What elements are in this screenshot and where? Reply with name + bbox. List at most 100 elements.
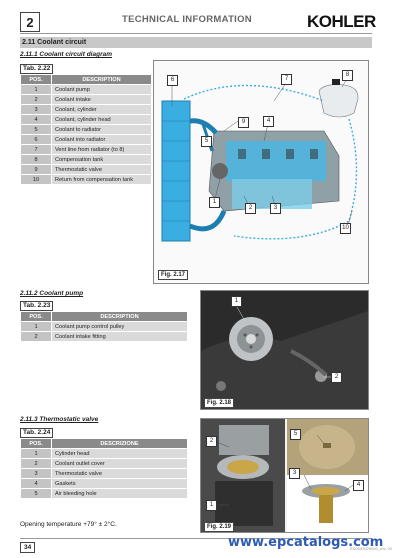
pos-cell: 9 <box>20 164 52 175</box>
pos-cell: 3 <box>20 104 52 115</box>
radiator-shape <box>161 100 191 242</box>
pos-cell: 2 <box>20 458 52 469</box>
callout-1: 1 <box>231 296 242 307</box>
table-label: Tab. 2.22 <box>20 64 54 74</box>
pos-cell: 4 <box>20 478 52 489</box>
subsection-title-pump: 2.11.2 Coolant pump <box>20 290 84 297</box>
pos-cell: 6 <box>20 134 52 145</box>
callout-2: 2 <box>331 372 342 383</box>
callout-6: 6 <box>167 75 178 86</box>
col-header: DESCRIPTION <box>51 311 188 322</box>
header-divider <box>20 33 372 34</box>
desc-cell: Coolant into radiator <box>51 134 152 145</box>
subsection-title-thermostat: 2.11.3 Thermostatic valve <box>20 416 99 423</box>
callout-5: 5 <box>201 136 212 147</box>
callout-1: 1 <box>209 197 220 208</box>
callout-3: 3 <box>289 468 300 479</box>
table-label: Tab. 2.23 <box>20 301 54 311</box>
callout-4: 4 <box>263 116 274 127</box>
thermostatic-valve-photos <box>201 419 368 532</box>
pos-cell: 3 <box>20 468 52 479</box>
watermark-link[interactable]: www.epcatalogs.com <box>228 535 384 550</box>
callout-7: 7 <box>281 74 292 85</box>
desc-cell: Coolant pump control pulley <box>51 321 188 332</box>
desc-cell: Thermostatic valve <box>51 468 188 479</box>
figure-label: Fig. 2.17 <box>158 270 189 280</box>
desc-cell: Gaskets <box>51 478 188 489</box>
chapter-number: 2 <box>20 12 40 32</box>
desc-cell: Coolant outlet cover <box>51 458 188 469</box>
callout-3: 3 <box>270 203 281 214</box>
figure-label: Fig. 2.18 <box>204 398 235 408</box>
pos-cell: 2 <box>20 331 52 342</box>
col-header: POS. <box>20 438 52 449</box>
page-number: 34 <box>20 542 36 553</box>
callout-1: 1 <box>206 500 217 511</box>
callout-4: 4 <box>353 480 364 491</box>
desc-cell: Cylinder head <box>51 448 188 459</box>
callout-9: 9 <box>238 117 249 128</box>
desc-cell: Return from compensation tank <box>51 174 152 185</box>
pos-cell: 2 <box>20 94 52 105</box>
callout-10: 10 <box>340 223 351 234</box>
callout-2: 2 <box>245 203 256 214</box>
pos-cell: 4 <box>20 114 52 125</box>
col-header: DESCRIZIONE <box>51 438 188 449</box>
table-label: Tab. 2.24 <box>20 428 54 438</box>
figure-coolant-pump: 1 2 Fig. 2.18 <box>200 290 369 410</box>
opening-temperature-note: Opening temperature +79° ± 2°C. <box>20 521 117 528</box>
header-title: TECHNICAL INFORMATION <box>122 14 252 25</box>
pos-cell: 1 <box>20 84 52 95</box>
col-header: DESCRIPTION <box>51 74 152 85</box>
figure-thermostatic-valve: 2 1 5 3 4 Fig. 2.19 <box>200 418 369 533</box>
pos-cell: 10 <box>20 174 52 185</box>
pos-cell: 8 <box>20 154 52 165</box>
callout-8: 8 <box>342 70 353 81</box>
pos-cell: 5 <box>20 488 52 499</box>
coolant-circuit-illustration <box>161 78 359 242</box>
pos-cell: 5 <box>20 124 52 135</box>
desc-cell: Coolant intake <box>51 94 152 105</box>
section-bar: 2.11 Coolant circuit <box>20 37 372 48</box>
pos-cell: 1 <box>20 321 52 332</box>
pos-cell: 1 <box>20 448 52 459</box>
desc-cell: Coolant, cylinder <box>51 104 152 115</box>
desc-cell: Compensation tank <box>51 154 152 165</box>
desc-cell: Air bleeding hole <box>51 488 188 499</box>
desc-cell: Coolant pump <box>51 84 152 95</box>
col-header: POS. <box>20 311 52 322</box>
footer-divider <box>20 538 372 539</box>
desc-cell: Coolant intake fitting <box>51 331 188 342</box>
subsection-title-diagram: 2.11.1 Coolant circuit diagram <box>20 51 112 58</box>
figure-label: Fig. 2.19 <box>204 522 235 532</box>
section-title: 2.11 Coolant circuit <box>22 39 87 46</box>
pos-cell: 7 <box>20 144 52 155</box>
desc-cell: Coolant, cylinder head <box>51 114 152 125</box>
col-header: POS. <box>20 74 52 85</box>
figure-coolant-circuit: 6 7 8 9 4 5 1 2 3 10 Fig. 2.17 <box>153 60 369 284</box>
desc-cell: Vent line from radiator (to 8) <box>51 144 152 155</box>
desc-cell: Thermostatic valve <box>51 164 152 175</box>
brand-logo: KOHLER <box>307 12 376 31</box>
coolant-pump-photo <box>201 291 368 409</box>
callout-5: 5 <box>290 429 301 440</box>
